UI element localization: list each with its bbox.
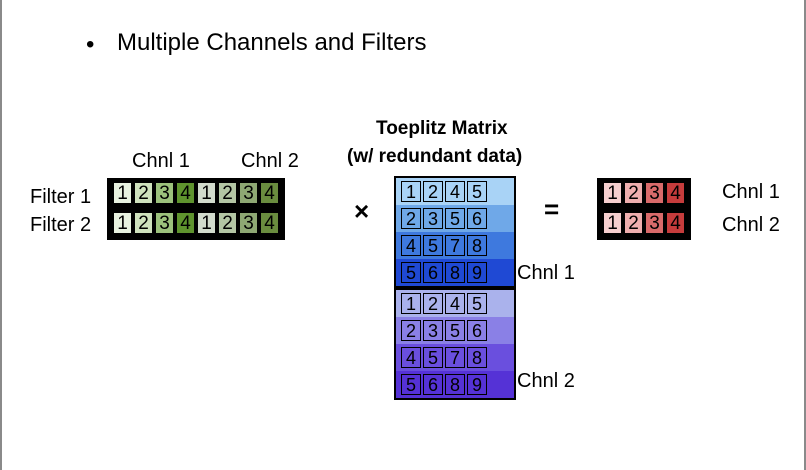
toeplitz-cell: 5: [401, 262, 421, 283]
bullet-marker: •: [86, 31, 95, 58]
filter-cell: 4: [176, 182, 195, 204]
filter-2-label: Filter 2: [30, 214, 92, 236]
toeplitz-channel-2-label: Chnl 2: [517, 370, 575, 392]
slide-right-edge: [804, 0, 806, 470]
output-cell: 3: [645, 182, 664, 204]
toeplitz-channel-1-label: Chnl 1: [517, 262, 575, 284]
toeplitz-title: Toeplitz Matrix: [376, 118, 508, 139]
output-cell: 1: [603, 182, 622, 204]
filter-cell: 2: [218, 182, 237, 204]
filter-cell: 1: [197, 212, 216, 234]
toeplitz-cell: 1: [401, 293, 421, 314]
filter-cell: 4: [260, 212, 279, 234]
output-cell: 3: [645, 212, 664, 234]
toeplitz-cell: 6: [467, 208, 487, 229]
output-cell: 1: [603, 212, 622, 234]
toeplitz-cell: 4: [445, 181, 465, 202]
slide-title: Multiple Channels and Filters: [117, 29, 427, 56]
toeplitz-cell: 4: [401, 347, 421, 368]
filter-cell: 3: [239, 182, 258, 204]
toeplitz-cell: 5: [423, 235, 443, 256]
toeplitz-cell: 5: [401, 374, 421, 395]
toeplitz-cell: 4: [401, 235, 421, 256]
filter-cell: 3: [155, 212, 174, 234]
output-cell: 2: [624, 212, 643, 234]
output-cell: 2: [624, 182, 643, 204]
filter-channel-1-label: Chnl 1: [132, 150, 190, 172]
toeplitz-cell: 4: [445, 293, 465, 314]
toeplitz-cell: 8: [467, 235, 487, 256]
toeplitz-cell: 2: [401, 208, 421, 229]
filter-cell: 4: [176, 212, 195, 234]
toeplitz-cell: 9: [467, 262, 487, 283]
toeplitz-cell: 2: [401, 320, 421, 341]
filter-cell: 1: [197, 182, 216, 204]
filter-1-label: Filter 1: [30, 186, 92, 208]
filter-cell: 3: [155, 182, 174, 204]
filter-channel-2-label: Chnl 2: [241, 150, 299, 172]
toeplitz-cell: 3: [423, 208, 443, 229]
toeplitz-cell: 5: [445, 320, 465, 341]
toeplitz-cell: 2: [423, 181, 443, 202]
toeplitz-cell: 8: [445, 262, 465, 283]
toeplitz-cell: 7: [445, 347, 465, 368]
multiply-symbol: ×: [354, 196, 370, 226]
toeplitz-cell: 6: [467, 320, 487, 341]
toeplitz-cell: 5: [423, 347, 443, 368]
toeplitz-cell: 5: [445, 208, 465, 229]
output-channel-2-label: Chnl 2: [722, 214, 780, 236]
slide-left-edge: [0, 0, 2, 470]
filter-cell: 3: [239, 212, 258, 234]
filter-cell: 4: [260, 182, 279, 204]
output-cell: 4: [666, 212, 685, 234]
filter-cell: 2: [134, 182, 153, 204]
output-channel-1-label: Chnl 1: [722, 181, 780, 203]
toeplitz-cell: 5: [467, 181, 487, 202]
toeplitz-cell: 8: [467, 347, 487, 368]
toeplitz-cell: 2: [423, 293, 443, 314]
filter-cell: 1: [113, 182, 132, 204]
equals-symbol: =: [544, 194, 560, 224]
output-cell: 4: [666, 182, 685, 204]
toeplitz-cell: 8: [445, 374, 465, 395]
toeplitz-cell: 6: [423, 262, 443, 283]
toeplitz-cell: 9: [467, 374, 487, 395]
toeplitz-cell: 3: [423, 320, 443, 341]
toeplitz-cell: 6: [423, 374, 443, 395]
toeplitz-cell: 7: [445, 235, 465, 256]
toeplitz-cell: 1: [401, 181, 421, 202]
filter-cell: 1: [113, 212, 132, 234]
toeplitz-subtitle: (w/ redundant data): [347, 146, 523, 167]
filter-cell: 2: [134, 212, 153, 234]
filter-cell: 2: [218, 212, 237, 234]
toeplitz-cell: 5: [467, 293, 487, 314]
